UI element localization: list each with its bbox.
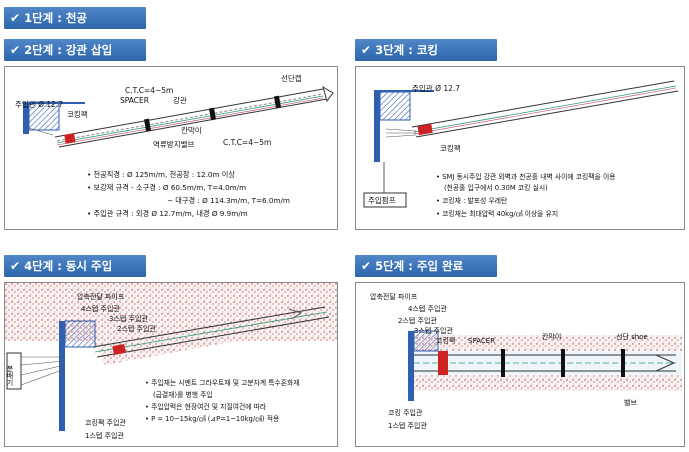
panel-step3: 주입펌프 주입관 Ø 12.7 코킹팩 • SMJ 동시주입 강관 외벽과 천공… [355,66,685,230]
step2-title: 2단계 : 강관 삽입 [24,43,113,57]
label-caulking-pipe: 코킹 주입관 [388,408,423,417]
label-step2: 2스텝 주입관 [117,324,156,333]
svg-text:• 보강재 규격 - 소구경 : Ø 60.5m/m, T=: • 보강재 규격 - 소구경 : Ø 60.5m/m, T=4.0m/m [87,183,246,192]
note: 주입압력은 현장여건 및 지질여건에 따라 [151,402,267,411]
note: 주입관 규격 : 외경 Ø 12.7m/m, 내경 Ø 9.9m/m [94,209,248,218]
notes-step3: • SMJ 동시주입 강관 외벽과 천공홀 내벽 사이에 코킹팩을 이용 (천공… [436,172,615,218]
note: 코킹재 : 발포성 우레탄 [442,196,507,205]
label-spacer: SPACER [120,96,149,105]
label-shoe: 선단 shoe [616,332,648,341]
label-step1: 1스텝 주입관 [388,421,427,430]
step3-diagram: 주입펌프 주입관 Ø 12.7 코킹팩 • SMJ 동시주입 강관 외벽과 천공… [363,80,679,218]
label-step3: 3스텝 주입관 [109,314,148,323]
step3-header: ✔3단계 : 코킹 [355,39,497,61]
label-main-pipe: 주입관 Ø 12.7 [412,83,460,93]
label-ctc-top: C.T.C=4~5m [125,86,173,95]
wall-block [28,101,60,131]
label-step4: 4스텝 주입관 [408,304,447,313]
note: 천공직경 : Ø 125m/m, 천공장 : 12.0m 이상 [94,170,236,179]
panel-step4: 분배기 압축전달 파이프 4스텝 주입관 3스텝 주입관 2스텝 주입관 코킹팩… [4,282,338,447]
step4-title: 4단계 : 동시 주입 [24,259,113,273]
label-pressure-pipe: 압축전달 파이프 [370,292,418,301]
label-caulking: 코킹팩 [436,336,455,345]
label-distributor: 분배기 [6,365,14,387]
svg-text:• 코킹재 : 발포성 우레탄: • 코킹재 : 발포성 우레탄 [436,196,507,205]
label-step1: 1스텝 주입관 [85,431,124,440]
svg-text:• 주입재는 시멘트 그라우트재 및 고분자계 특수혼화재: • 주입재는 시멘트 그라우트재 및 고분자계 특수혼화재 [145,378,300,387]
step1-title: 1단계 : 천공 [24,11,87,25]
step5-header: ✔5단계 : 주입 완료 [355,255,497,277]
note: (천공홀 입구에서 0.30M 코킹 실시) [444,183,548,192]
label-packer: 칸막이 [542,332,561,341]
step4-diagram: 분배기 압축전달 파이프 4스텝 주입관 3스텝 주입관 2스텝 주입관 코킹팩… [5,283,337,446]
label-step3: 3스텝 주입관 [414,326,453,335]
check-icon: ✔ [361,259,372,273]
step5-diagram: 압축전달 파이프 4스텝 주입관 2스텝 주입관 3스텝 주입관 코킹팩 SPA… [370,292,682,430]
label-ctc-bottom: C.T.C=4~5m [223,138,271,147]
label-main-pipe: 주입관 Ø 12.7 [15,99,63,109]
label-steel: 강관 [173,95,187,105]
panel-step5: 압축전달 파이프 4스텝 주입관 2스텝 주입관 3스텝 주입관 코킹팩 SPA… [355,282,685,447]
note: 주입재는 시멘트 그라우트재 및 고분자계 특수혼화재 [151,378,299,387]
note: 보강재 규격 - 소구경 : Ø 60.5m/m, T=4.0m/m [94,183,247,192]
label-packer: 칸막이 [181,125,202,135]
step2-diagram: 주입관 Ø 12.7 코킹팩 C.T.C=4~5m SPACER 강관 선단캡 … [15,73,334,218]
step1-header: ✔1단계 : 천공 [4,7,146,29]
label-spacer: SPACER [468,337,495,345]
distributor-box [6,352,22,390]
check-icon: ✔ [10,11,21,25]
check-icon: ✔ [10,43,21,57]
steel-pipe [92,306,330,358]
note: (급결재)를 병행 주입 [153,390,213,399]
steel-pipe [411,80,679,138]
step4-header: ✔4단계 : 동시 주입 [4,255,146,277]
label-valve: 밸브 [624,398,637,407]
panel-step2: 주입관 Ø 12.7 코킹팩 C.T.C=4~5m SPACER 강관 선단캡 … [4,66,338,230]
wall-post [23,104,29,134]
label-end-cap: 선단캡 [281,73,302,83]
check-icon: ✔ [10,259,21,273]
label-step4: 4스텝 주입관 [81,304,120,313]
pump-box [363,192,407,208]
svg-text:• 주입압력은 현장여건 및 지질여건에 따라: • 주입압력은 현장여건 및 지질여건에 따라 [145,402,267,411]
svg-text:• SMJ 동시주입 강관 외벽과 천공홀 내벽 사이에 코: • SMJ 동시주입 강관 외벽과 천공홀 내벽 사이에 코킹팩을 이용 [436,172,615,181]
label-check-valve: 역류방지밸브 [153,139,194,149]
label-caulking-pipe: 코킹팩 주입관 [85,418,126,427]
step2-header: ✔2단계 : 강관 삽입 [4,39,146,61]
steel-pipe [414,349,676,377]
label-pressure-pipe: 압축전달 파이프 [77,292,125,301]
check-icon: ✔ [361,43,372,57]
label-caulking: 코킹팩 [67,109,88,119]
notes-step4: • 주입재는 시멘트 그라우트재 및 고분자계 특수혼화재 (급결재)를 병행 … [145,378,300,423]
svg-text:• 코킹재는 최대압력 40kg/㎠ 이상을 유지: • 코킹재는 최대압력 40kg/㎠ 이상을 유지 [436,209,558,218]
label-caulking: 코킹팩 [440,143,461,153]
step3-title: 3단계 : 코킹 [375,43,438,57]
steel-pipe [54,85,334,148]
note: 코킹재는 최대압력 40kg/㎠ 이상을 유지 [442,209,558,218]
svg-text:• P = 10~15kg/㎠ (⊿P=1~10kg/㎠): • P = 10~15kg/㎠ (⊿P=1~10kg/㎠) 적용 [145,414,279,423]
note: − 대구경 : Ø 114.3m/m, T=6.0m/m [167,196,290,205]
note: SMJ 동시주입 강관 외벽과 천공홀 내벽 사이에 코킹팩을 이용 [442,172,615,181]
step5-title: 5단계 : 주입 완료 [375,259,464,273]
svg-text:• 주입관 규격 : 외경 Ø 12.7m/m, 내경 Ø: • 주입관 규격 : 외경 Ø 12.7m/m, 내경 Ø 9.9m/m [87,209,248,218]
note: P = 10~15kg/㎠ (⊿P=1~10kg/㎠) 적용 [151,414,279,423]
label-step2: 2스텝 주입관 [398,316,437,325]
svg-text:• 천공직경 : Ø 125m/m, 천공장 : 12.0m: • 천공직경 : Ø 125m/m, 천공장 : 12.0m 이상 [87,170,235,179]
notes-step2: • 천공직경 : Ø 125m/m, 천공장 : 12.0m 이상 • 보강재 … [87,170,290,218]
label-pump: 주입펌프 [368,195,396,205]
